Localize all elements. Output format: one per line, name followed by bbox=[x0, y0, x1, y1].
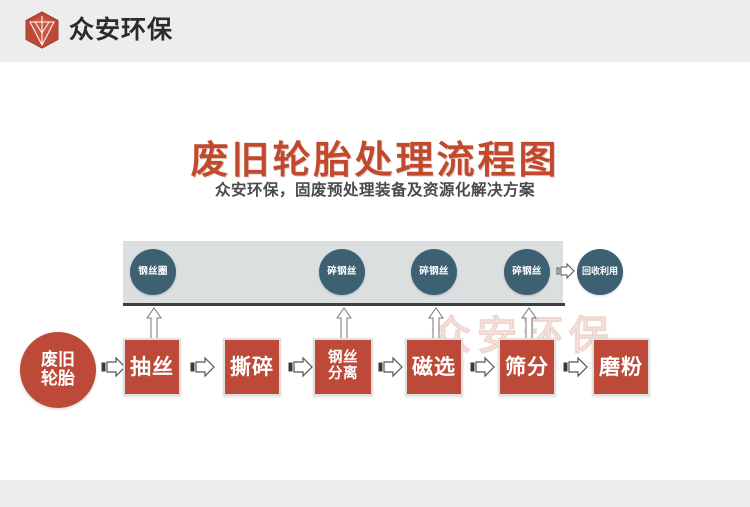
page-title: 废旧轮胎处理流程图 bbox=[190, 138, 560, 182]
output-node-suigangsi-2[interactable]: 碎钢丝 bbox=[411, 249, 457, 295]
process-box-chousi[interactable]: 抽丝 bbox=[123, 338, 181, 396]
process-box-sisui[interactable]: 撕碎 bbox=[223, 338, 281, 396]
output-node-label: 钢丝圈 bbox=[138, 266, 168, 278]
arrow-up-icon bbox=[336, 307, 352, 340]
arrow-right-icon bbox=[563, 356, 588, 378]
output-node-suigangsi-3[interactable]: 碎钢丝 bbox=[504, 249, 550, 295]
process-box-label: 撕碎 bbox=[230, 354, 274, 379]
output-track-rule bbox=[123, 303, 565, 306]
process-box-label: 筛分 bbox=[505, 354, 549, 379]
brand-name: 众安环保 bbox=[69, 15, 174, 44]
process-box-label: 磨粉 bbox=[599, 354, 643, 379]
output-node-huishouliyong[interactable]: 回收利用 bbox=[577, 249, 623, 295]
header-bar: 众安环保 bbox=[0, 0, 750, 62]
process-box-shaifen[interactable]: 筛分 bbox=[498, 338, 556, 396]
arrow-up-icon bbox=[428, 307, 444, 340]
output-node-label: 回收利用 bbox=[581, 266, 618, 277]
output-node-label: 碎钢丝 bbox=[419, 266, 449, 278]
process-box-label: 抽丝 bbox=[130, 354, 174, 379]
brand-lockup: 众安环保 bbox=[24, 11, 173, 49]
process-box-label: 磁选 bbox=[412, 354, 456, 379]
process-box-label: 钢丝 分离 bbox=[328, 350, 358, 382]
process-box-mofen[interactable]: 磨粉 bbox=[592, 338, 650, 396]
arrow-right-icon bbox=[288, 356, 313, 378]
process-box-gangsi-fenli[interactable]: 钢丝 分离 bbox=[313, 338, 373, 396]
output-node-label: 碎钢丝 bbox=[512, 266, 542, 278]
arrow-right-icon bbox=[190, 356, 215, 378]
source-node-tire[interactable]: 废旧 轮胎 bbox=[20, 332, 96, 408]
arrow-right-icon bbox=[470, 356, 495, 378]
arrow-right-icon bbox=[378, 356, 403, 378]
arrow-right-icon bbox=[101, 356, 126, 378]
output-node-gangsiquan[interactable]: 钢丝圈 bbox=[130, 249, 176, 295]
output-node-label: 碎钢丝 bbox=[327, 266, 357, 278]
arrow-up-icon bbox=[146, 307, 162, 340]
page-subtitle: 众安环保，固废预处理装备及资源化解决方案 bbox=[214, 180, 535, 199]
process-box-cixuan[interactable]: 磁选 bbox=[405, 338, 463, 396]
footer-bar bbox=[0, 480, 750, 507]
hexagon-diamond-logo-icon bbox=[24, 11, 60, 49]
output-node-suigangsi-1[interactable]: 碎钢丝 bbox=[319, 249, 365, 295]
arrow-up-icon bbox=[521, 307, 537, 340]
source-node-label: 废旧 轮胎 bbox=[41, 349, 75, 389]
arrow-to-recycle-icon bbox=[556, 262, 575, 280]
